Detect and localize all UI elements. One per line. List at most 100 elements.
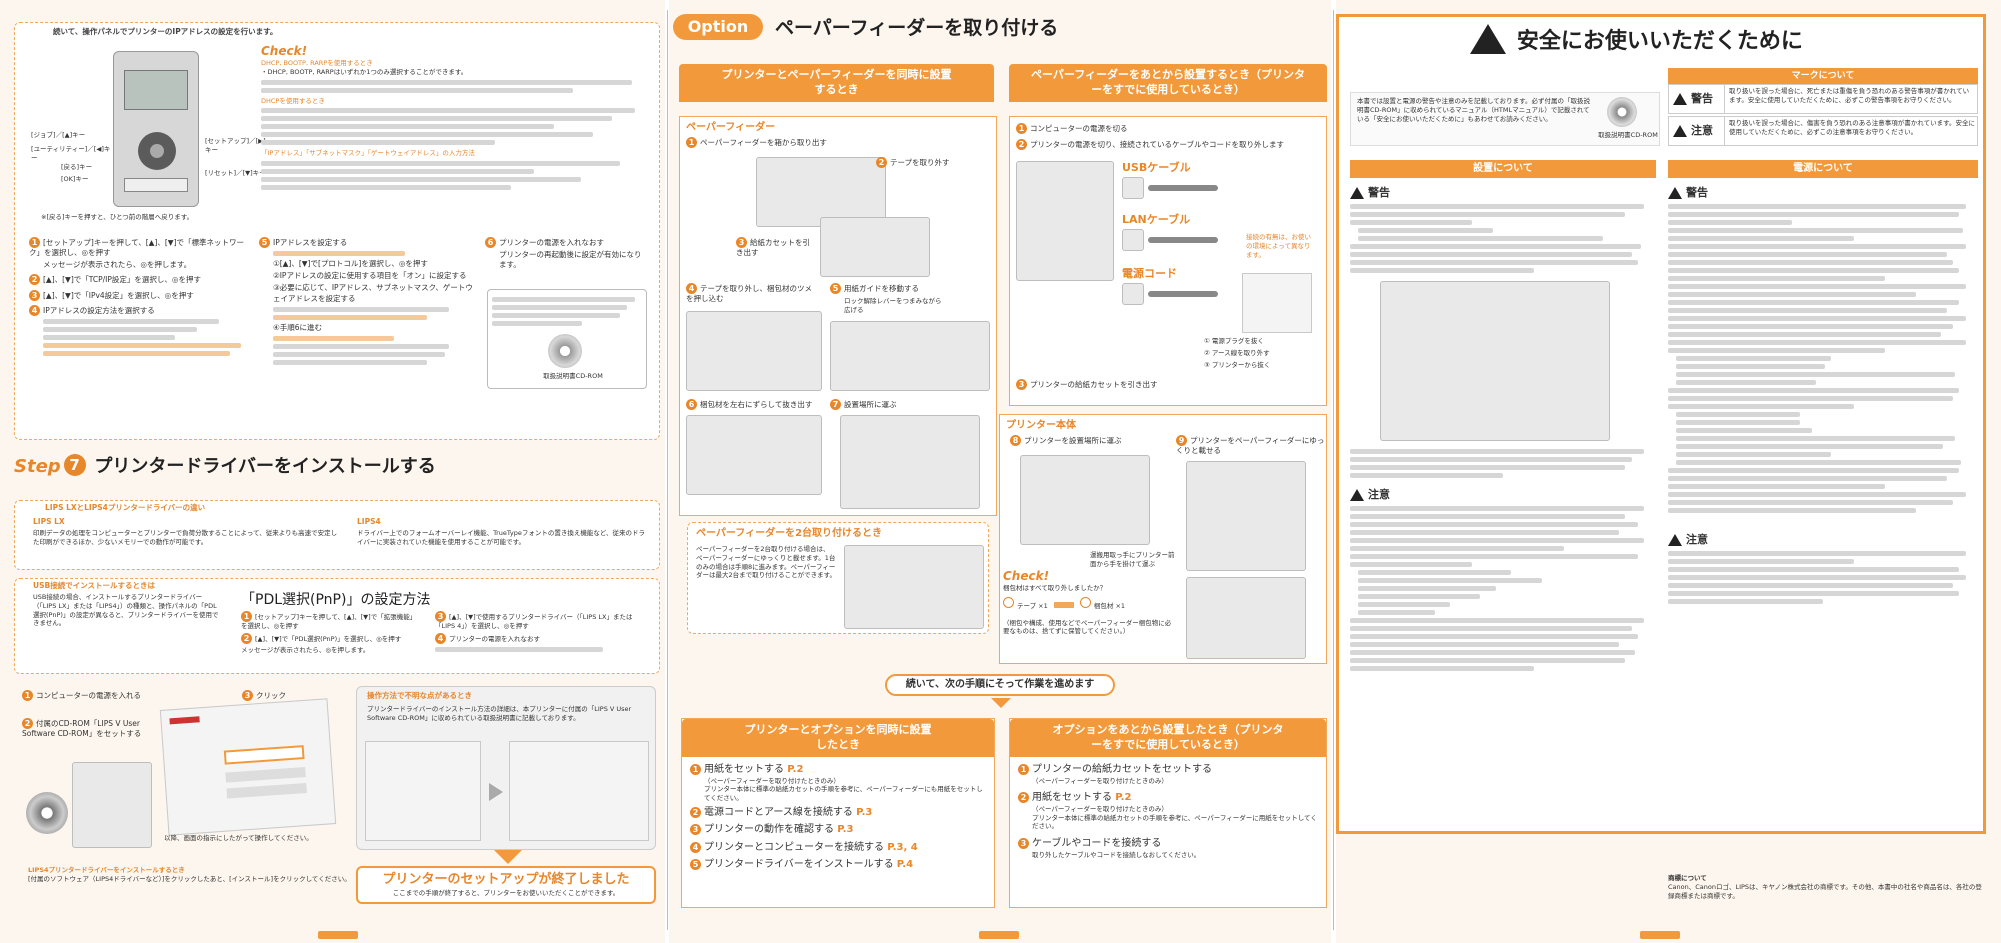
two-feeders-illustration	[844, 545, 984, 629]
notice-screenshot-1	[365, 741, 481, 841]
label-ok: [OK]キー	[61, 175, 89, 183]
option-tag: Option	[673, 14, 763, 40]
col1-head: プリンターとペーパーフィーダーを同時に設置するとき	[679, 64, 994, 102]
carry-illustration	[840, 415, 980, 509]
check-box: Check! DHCP, BOOTP, RARPを使用するとき ・DHCP, B…	[261, 43, 651, 243]
finished-title: プリンターのセットアップが終了しました	[382, 872, 630, 887]
page-5: Option ペーパーフィーダーを取り付ける プリンターとペーパーフィーダーを同…	[669, 0, 1331, 943]
two-title: ペーパーフィーダーを2台取り付けるとき	[696, 528, 883, 539]
pdl-title: 「PDL選択(PnP)」の設定方法	[241, 592, 431, 608]
canon-logo	[169, 716, 200, 725]
step7-header: Step 7 プリンタードライバーをインストールする	[14, 454, 654, 484]
install-foot: LIPS4プリンタードライバーをインストールするとき [付属のソフトウェア（LI…	[28, 866, 351, 883]
packing-count: 梱包材 ×1	[1093, 601, 1126, 610]
p6-title-row: 安全にお使いいただくために	[1470, 24, 1910, 54]
page-divider-2	[1333, 10, 1334, 930]
label-utility: [ユーティリティー]／[◀]キー	[31, 145, 111, 162]
mark-warning-row: 警告 取り扱いを誤った場合に、死亡または重傷を負う恐れのある警告事項が書かれてい…	[1668, 84, 1978, 114]
tape-count: テープ ×1	[1017, 601, 1048, 610]
printer-carry-illustration	[1020, 455, 1150, 545]
feeder-box-illustration	[756, 157, 886, 227]
step7-title: プリンタードライバーをインストールする	[94, 456, 436, 477]
cable-note: 接続の有無は、お使いの環境によって異なります。	[1246, 233, 1311, 259]
label-reset: [リセット]／[▼]キー	[205, 169, 266, 177]
step-5-4: ④手順6に進む	[273, 322, 322, 332]
step-1-msg: メッセージが表示されたら、◎を押します。	[43, 260, 192, 270]
step-5-2: ②IPアドレスの設定に使用する項目を「オン」に設定する	[273, 271, 467, 281]
packing-remove-illustration	[686, 415, 822, 495]
install-warning: 警告	[1350, 186, 1656, 201]
cd-label: 取扱説明書CD-ROM	[543, 372, 603, 380]
install-col: 警告 注意	[1350, 186, 1656, 816]
r-step-2b: ② アース線を取り外す	[1204, 349, 1270, 357]
lips-lx-title: LIPS LX	[33, 517, 65, 526]
step-label: Step	[14, 456, 61, 477]
arrow-right-icon	[489, 783, 503, 801]
panel-display	[124, 70, 188, 110]
mark-warning-label: 警告	[1669, 85, 1725, 113]
power-caution: 注意	[1668, 533, 1978, 548]
steps-left: 1[セットアップ]キーを押して、[▲]、[▼]で「標準ネットワーク」を選択し、◎…	[29, 237, 249, 359]
lips-diff-box: LIPS LXとLIPS4プリンタードライバーの違い LIPS LX 印刷データ…	[14, 500, 660, 570]
check-heading-1: DHCP, BOOTP, RARPを使用するとき	[261, 59, 373, 68]
finished-box: プリンターのセットアップが終了しました ここまでの手順が終了すると、プリンターを…	[356, 866, 656, 904]
usb-cable-shape	[1148, 185, 1218, 191]
warning-triangle-icon	[1470, 24, 1506, 54]
power-warning: 警告	[1668, 186, 1978, 201]
lips-lx-text: 印刷データの処理をコンピューターとプリンターで負荷分散することによって、従来より…	[33, 529, 338, 546]
computer-illustration	[72, 762, 152, 848]
mark-head: マークについて	[1668, 68, 1978, 84]
intro-box: 本書では設置と電源の警告や注意のみを記載しております。必ず付属の「取扱説明書CD…	[1350, 92, 1660, 146]
install-illustration	[1380, 280, 1610, 441]
label-back: [戻る]キー	[61, 163, 93, 171]
check-heading-2: DHCPを使用するとき	[261, 96, 325, 105]
cd-note-box: 取扱説明書CD-ROM	[487, 289, 647, 389]
usb-cable-label: USBケーブル	[1122, 161, 1191, 174]
step-2: 2[▲]、[▼]で「TCP/IP設定」を選択し、◎を押す	[29, 274, 249, 286]
mark-caution-row: 注意 取り扱いを誤った場合に、傷害を負う恐れのある注意事項が書かれています。安全…	[1668, 116, 1978, 146]
continue-banner: 続いて、次の手順にそって作業を進めます	[885, 674, 1115, 696]
col2-head: ペーパーフィーダーをあとから設置するとき（プリンターをすでに使用しているとき）	[1009, 64, 1327, 102]
p5-title: ペーパーフィーダーを取り付ける	[775, 17, 1059, 39]
notice-heading: 操作方法で不明な点があるとき	[367, 691, 472, 700]
install-head: 設置について	[1350, 160, 1656, 178]
r-step-2a: ① 電源プラグを抜く	[1204, 337, 1264, 345]
power-port-icon	[1122, 283, 1144, 305]
top-banner: 続いて、操作パネルでプリンターのIPアドレスの設定を行います。	[53, 27, 278, 36]
usb-box: USB接続でインストールするときは USB接続の場合、インストールするプリンター…	[14, 578, 660, 674]
control-panel-illustration	[113, 51, 199, 207]
body-note: 運搬用取っ手にプリンター前面から手を掛けて運ぶ	[1090, 551, 1175, 568]
stack-illustration	[1186, 577, 1306, 659]
page-6: 安全にお使いいただくために 本書では設置と電源の警告や注意のみを記載しております…	[1336, 0, 2001, 943]
r-step-2c: ③ プリンターから抜く	[1204, 361, 1271, 369]
pdl-steps-b: 3[▲]、[▼]で使用するプリンタードライバー（「LIPS LX」または「LIP…	[435, 611, 645, 655]
step-number-badge: 7	[63, 454, 86, 476]
feeder-step-5b: ロック解除レバーをつまみながら広げる	[844, 297, 942, 314]
label-job: [ジョブ]／[▲]キー	[31, 131, 86, 139]
check2-title: Check!	[1003, 569, 1050, 583]
trademark-head: 商標について	[1668, 874, 1707, 882]
lips4-title: LIPS4	[357, 517, 381, 526]
body-title: プリンター本体	[1006, 420, 1076, 431]
ip-settings-box: 続いて、操作パネルでプリンターのIPアドレスの設定を行います。 [ジョブ]／[▲…	[14, 22, 660, 440]
panel-ok-key	[150, 144, 164, 158]
bottom-head-1: プリンターとオプションを同時に設置したとき	[682, 719, 994, 757]
check2-question: 梱包材はすべて取り外しましたか？	[1003, 584, 1107, 593]
step-3: 3[▲]、[▼]で「IPv4設定」を選択し、◎を押す	[29, 289, 249, 301]
